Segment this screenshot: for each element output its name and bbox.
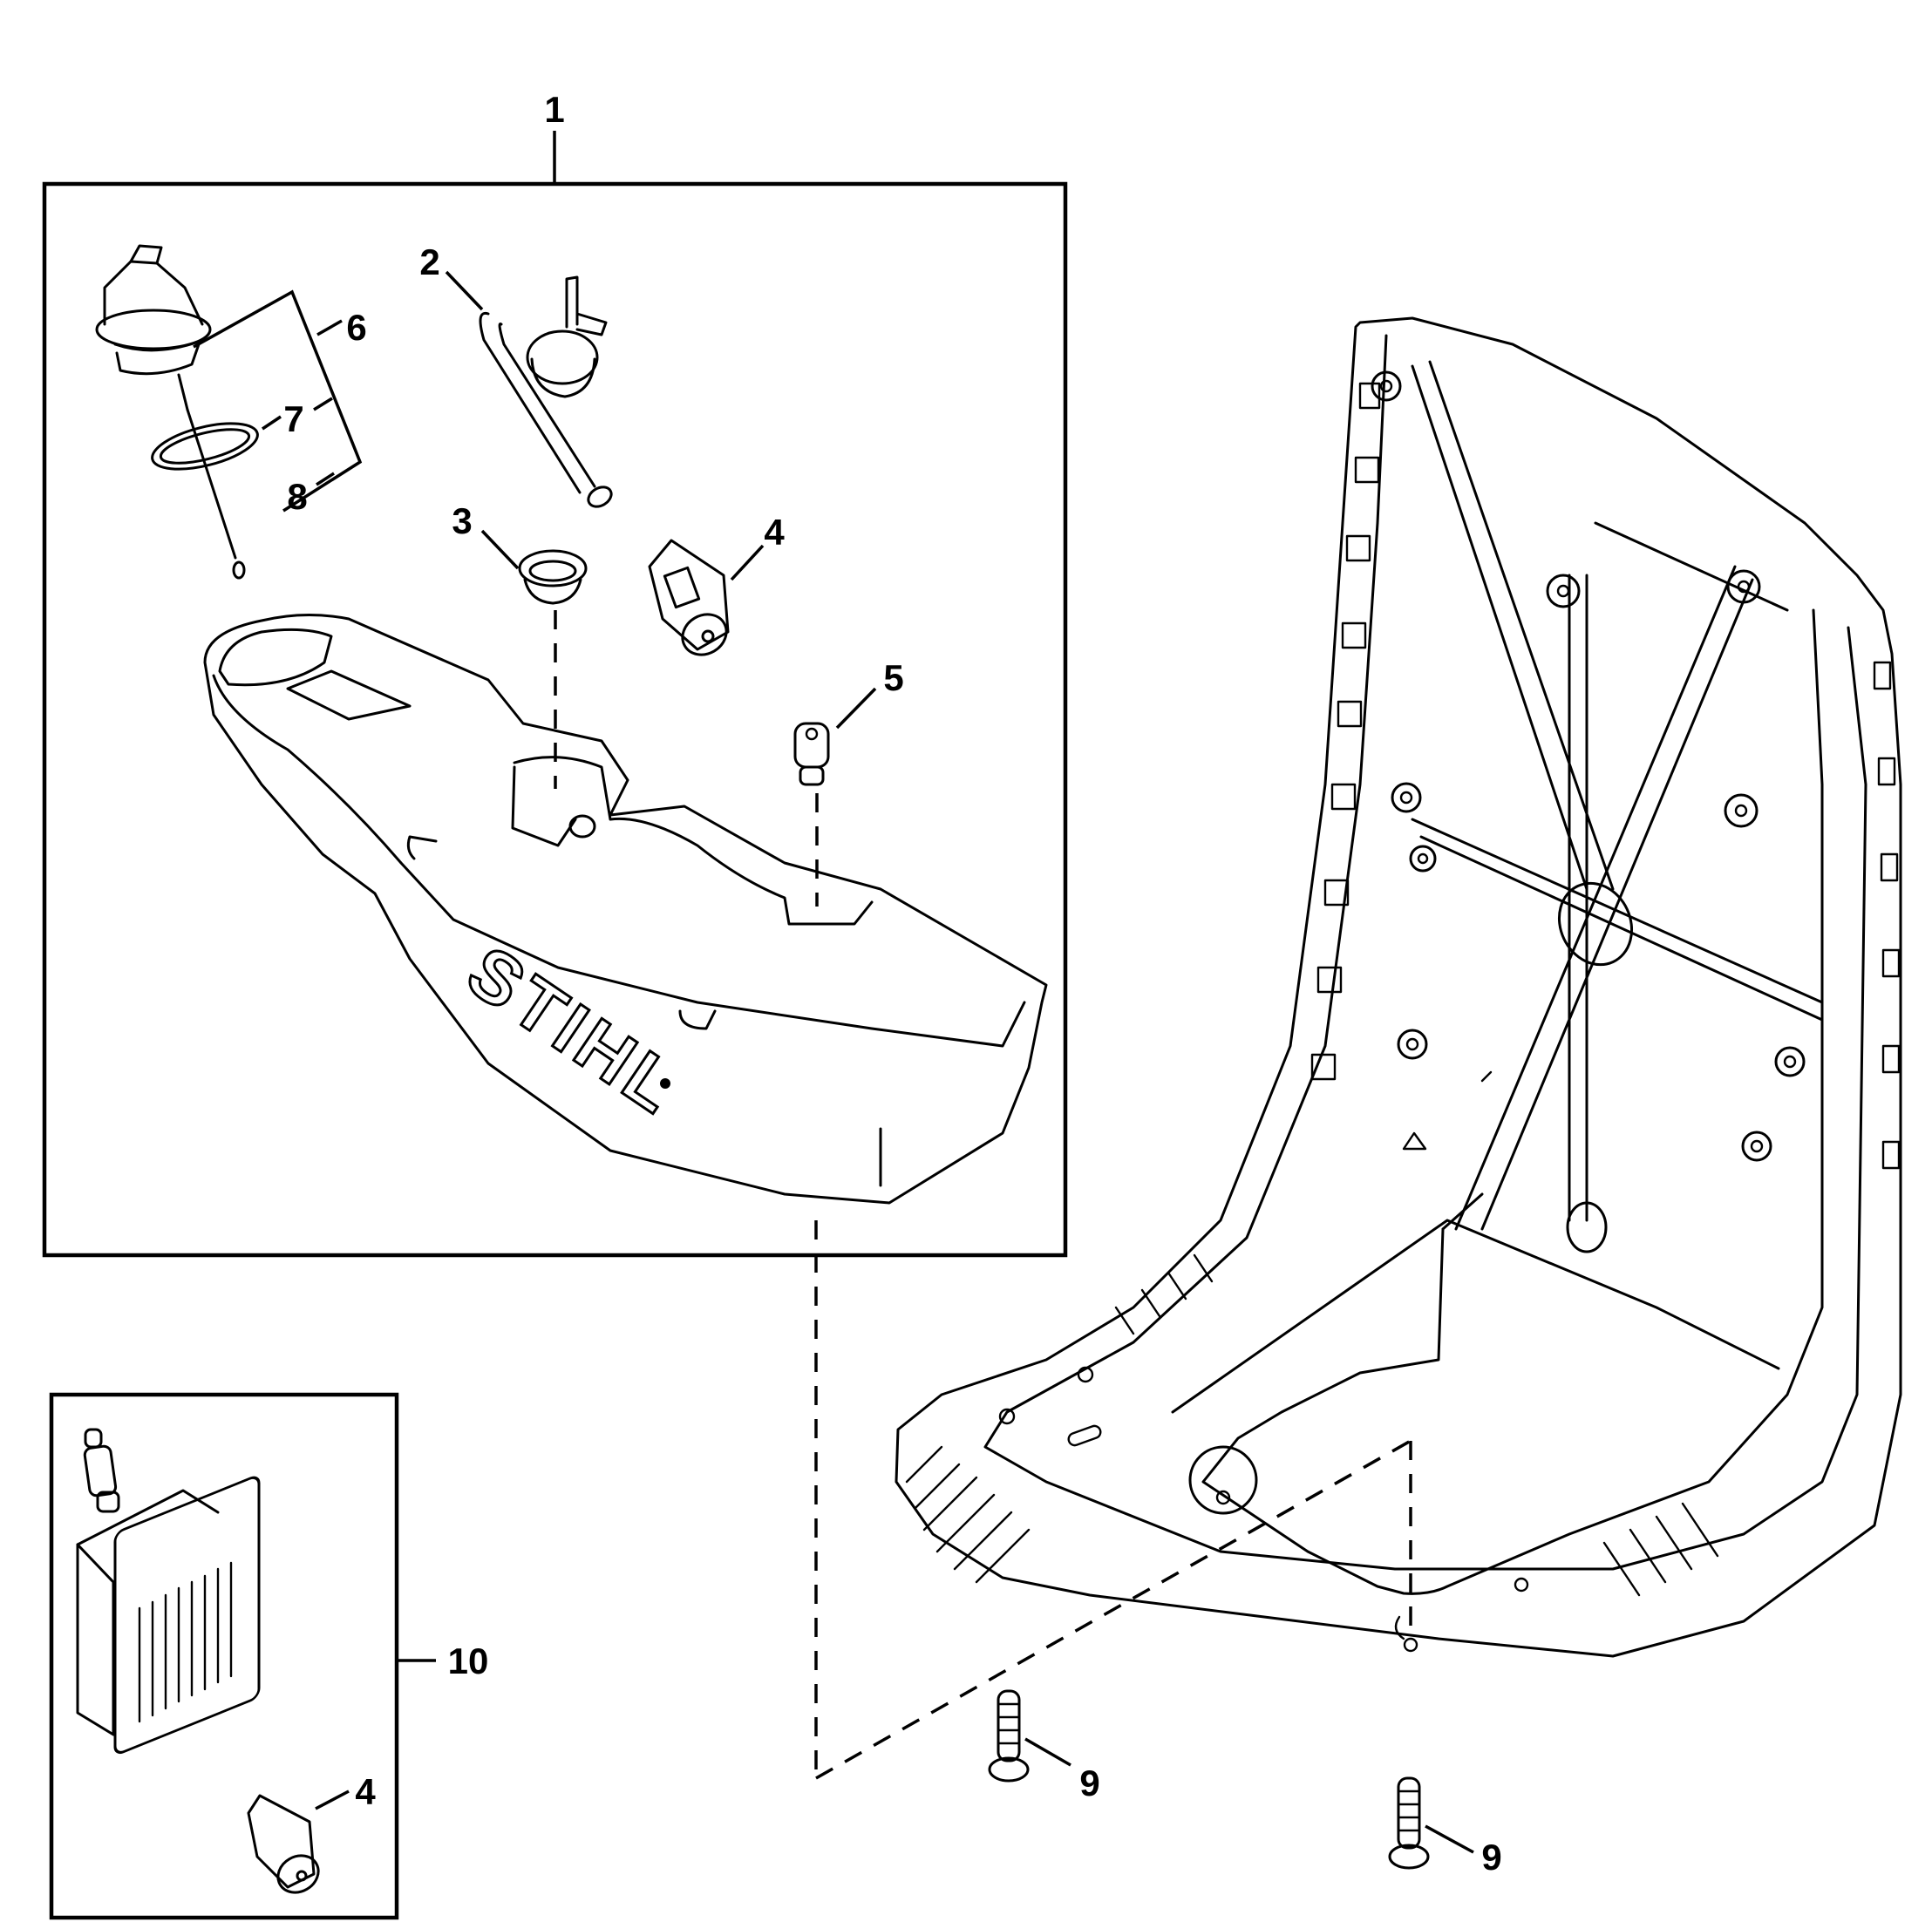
callout-4[interactable]: 4 (764, 512, 785, 553)
fuel-tank-body[interactable]: STIHL (203, 613, 1048, 1205)
callout-10[interactable]: 10 (448, 1640, 489, 1681)
frame-slots (1310, 382, 1901, 1170)
callout-9a[interactable]: 9 (1079, 1762, 1099, 1803)
o-ring-part[interactable] (148, 415, 262, 479)
brand-logo: STIHL (453, 930, 697, 1131)
callout-7-leader-a (313, 397, 333, 411)
grommet-part[interactable] (518, 549, 588, 605)
callout-3-leader (480, 529, 520, 570)
screw-part-1[interactable] (988, 1689, 1030, 1783)
callout-4-leader (730, 544, 765, 581)
registered-mark (660, 1078, 670, 1089)
callout-3[interactable]: 3 (452, 500, 472, 541)
fuel-hose-valve-part[interactable] (479, 275, 615, 511)
callout-2-leader (445, 270, 484, 311)
tank-to-frame-line-2 (815, 1439, 1412, 1780)
filler-cap-part[interactable] (95, 244, 246, 580)
callout-8-leader (316, 472, 335, 486)
callout-8[interactable]: 8 (287, 476, 307, 517)
callout-5-leader (835, 687, 877, 730)
backpack-frame[interactable] (895, 316, 1902, 1658)
callout-4b-leader (315, 1790, 350, 1810)
callout-1[interactable]: 1 (544, 89, 564, 130)
frame-grip-ribs (905, 1253, 1719, 1597)
callout-7[interactable]: 7 (283, 398, 303, 439)
bracket-6-7-8 (193, 289, 363, 513)
callout-9b-leader (1425, 1824, 1474, 1854)
callout-5[interactable]: 5 (883, 657, 903, 698)
callout-2[interactable]: 2 (419, 241, 439, 282)
callout-6[interactable]: 6 (346, 307, 366, 348)
vent-valve-part[interactable] (83, 1428, 120, 1513)
filter-kit-frame (49, 1392, 399, 1920)
callout-4b[interactable]: 4 (355, 1771, 376, 1812)
screw-part-2[interactable] (1388, 1776, 1430, 1870)
callout-9a-leader (1024, 1737, 1071, 1767)
callout-6-leader (316, 319, 343, 336)
callout-7-leader-b (262, 415, 282, 431)
fuel-filter-part-2[interactable] (247, 1794, 325, 1899)
fuel-filter-part[interactable] (648, 539, 734, 662)
frame-bosses (1371, 370, 1806, 1253)
callout-9b[interactable]: 9 (1481, 1837, 1501, 1878)
air-filter-part[interactable] (76, 1475, 261, 1756)
tank-vent-part[interactable] (793, 722, 830, 786)
filter-pleats (138, 1561, 233, 1723)
